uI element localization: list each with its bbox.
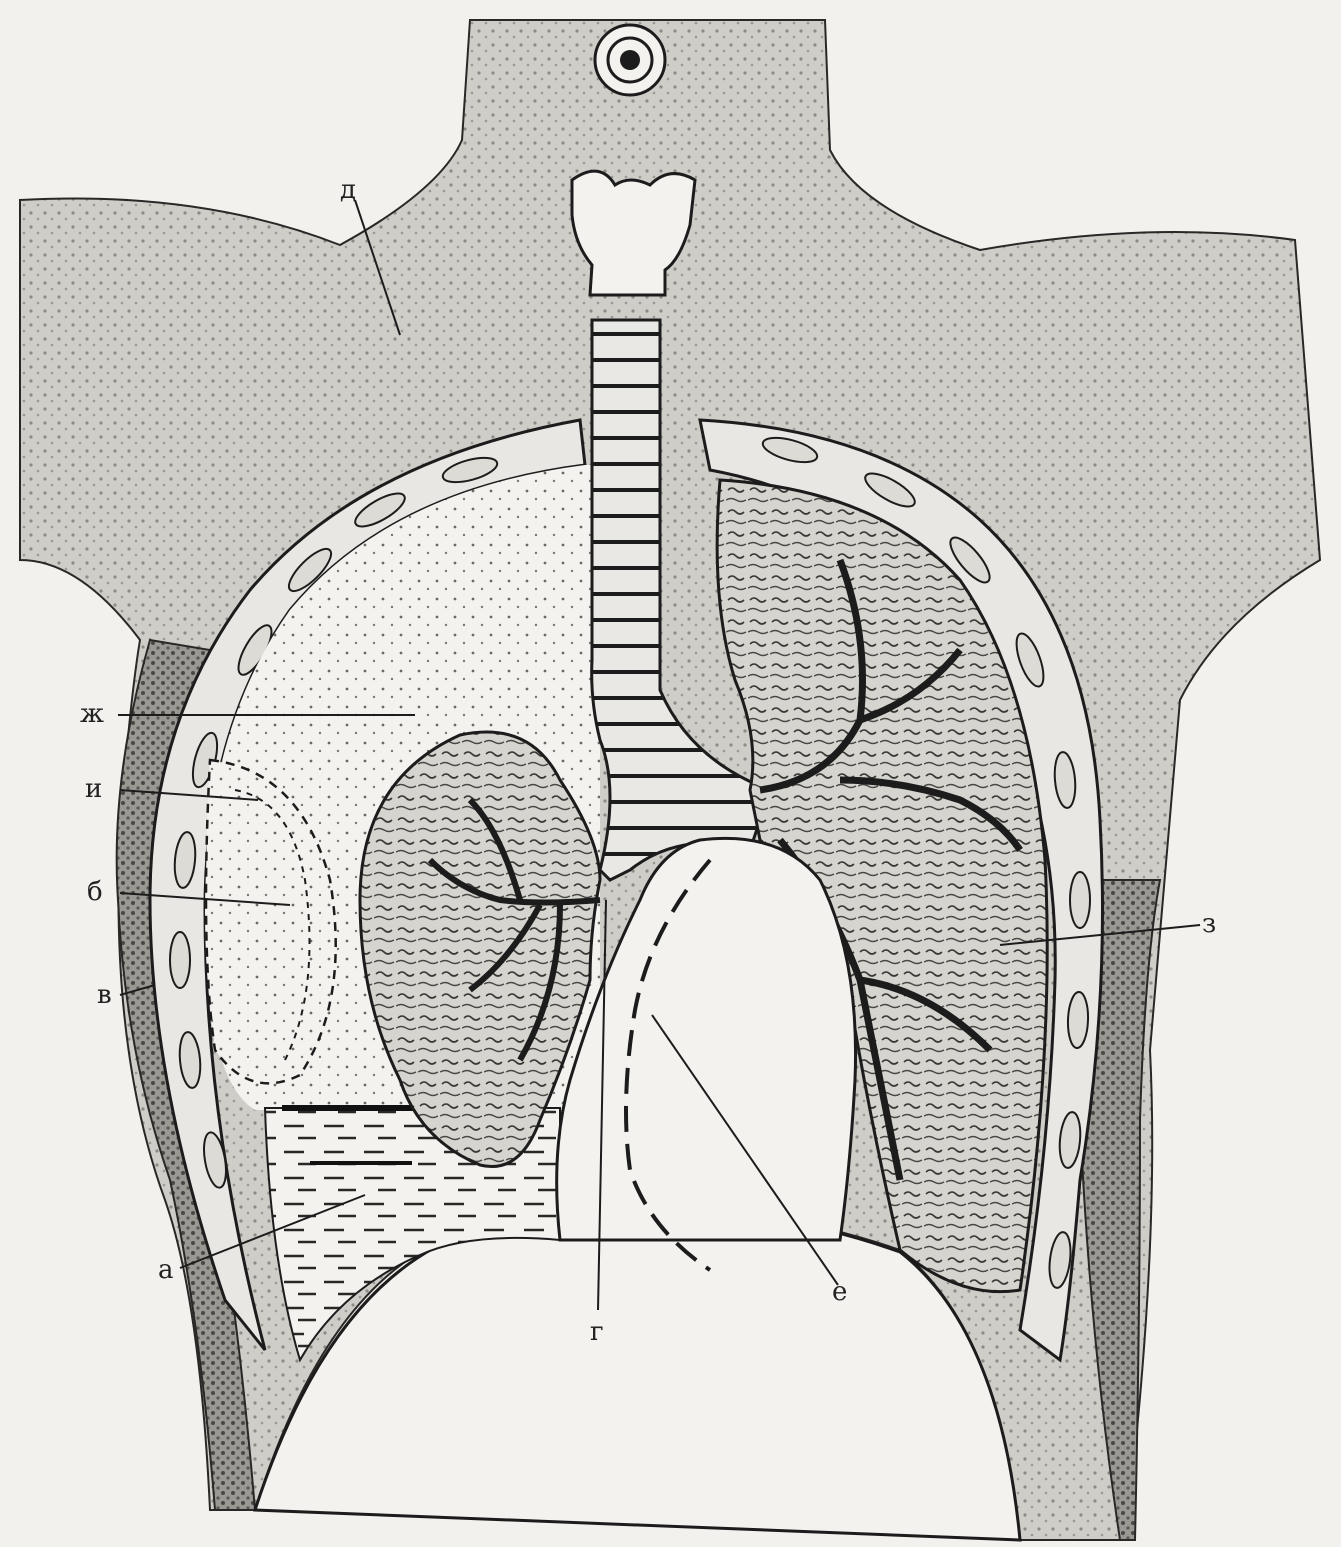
label-v: в	[97, 980, 112, 1010]
label-a: а	[158, 1255, 174, 1285]
label-z: з	[1202, 909, 1216, 939]
label-zh: ж	[80, 699, 104, 729]
label-e: е	[832, 1277, 847, 1307]
label-g: г	[590, 1317, 604, 1347]
label-i: и	[85, 774, 102, 804]
label-b: б	[87, 877, 103, 907]
label-d: д	[340, 175, 356, 205]
cervical-vertebra	[595, 25, 665, 95]
